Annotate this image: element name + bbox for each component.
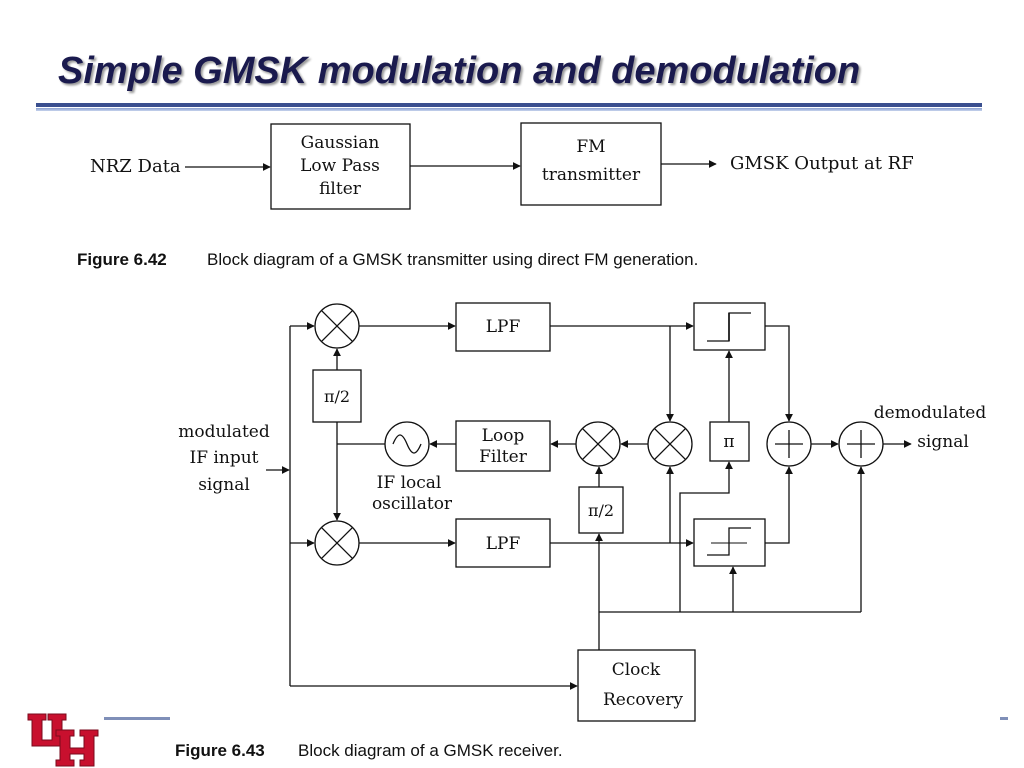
clock-to-pi-line [679,461,733,612]
title-divider-highlight [36,108,982,111]
phase-shift-left-label: π/2 [324,387,350,406]
demodulated-line-1: demodulated [874,403,987,423]
if-oscillator-symbol [384,421,430,467]
figure-6-43-number: Figure 6.43 [175,741,265,760]
fm-transmitter-line-1: FM [576,137,605,157]
pi-block [709,421,750,462]
footer-divider [104,717,170,720]
oscillator-label-line-1: IF local [377,473,442,493]
mixer-top [314,303,360,349]
mixer-loop-right [647,421,693,467]
mixer-bottom [314,520,360,566]
clock-recovery-block [577,649,696,722]
slicer-top-to-summer [765,325,793,422]
mixer-loop-left [575,421,621,467]
gaussian-filter-block [270,123,411,210]
footer-divider-right [1000,717,1008,720]
gaussian-filter-line-3: filter [319,179,362,199]
figure-6-42-number: Figure 6.42 [77,250,167,269]
lpf-top-block [455,302,551,352]
demodulated-line-2: signal [917,432,969,452]
loop-filter-block [455,420,551,472]
pi-label: π [723,432,734,452]
slicer-bottom-to-summer [765,466,793,544]
summer-right [838,421,884,467]
lpf-bottom-label: LPF [486,534,521,554]
gaussian-filter-line-1: Gaussian [301,133,380,153]
receiver-diagram [266,302,912,722]
if-input-line-1: modulated [178,422,270,442]
clock-recovery-line-1: Clock [612,660,661,680]
phase-shift-right-block [578,486,624,534]
gmsk-output-label: GMSK Output at RF [730,153,914,174]
slicer-bottom-symbol [707,527,751,556]
if-input-line-3: signal [198,475,250,495]
summer-left [766,421,812,467]
lpf-top-label: LPF [486,317,521,337]
loop-filter-line-2: Filter [479,447,528,467]
slide-title: Simple GMSK modulation and demodulation [58,50,861,92]
fm-transmitter-line-2: transmitter [542,165,641,185]
phase-shift-right-label: π/2 [588,501,614,520]
title-divider [36,103,982,107]
fm-transmitter-block [520,122,662,206]
nrz-data-label: NRZ Data [90,156,181,177]
university-logo-icon [27,713,99,767]
oscillator-label-line-2: oscillator [372,494,453,514]
loop-filter-line-1: Loop [482,426,525,446]
figure-6-42-caption: Block diagram of a GMSK transmitter usin… [207,250,698,269]
if-input-line-2: IF input [190,448,259,468]
figure-6-43-caption: Block diagram of a GMSK receiver. [298,741,563,760]
transmitter-diagram [185,122,717,210]
clock-recovery-line-2: Recovery [603,690,683,710]
lpf-bottom-block [455,518,551,568]
gaussian-filter-line-2: Low Pass [300,156,380,176]
